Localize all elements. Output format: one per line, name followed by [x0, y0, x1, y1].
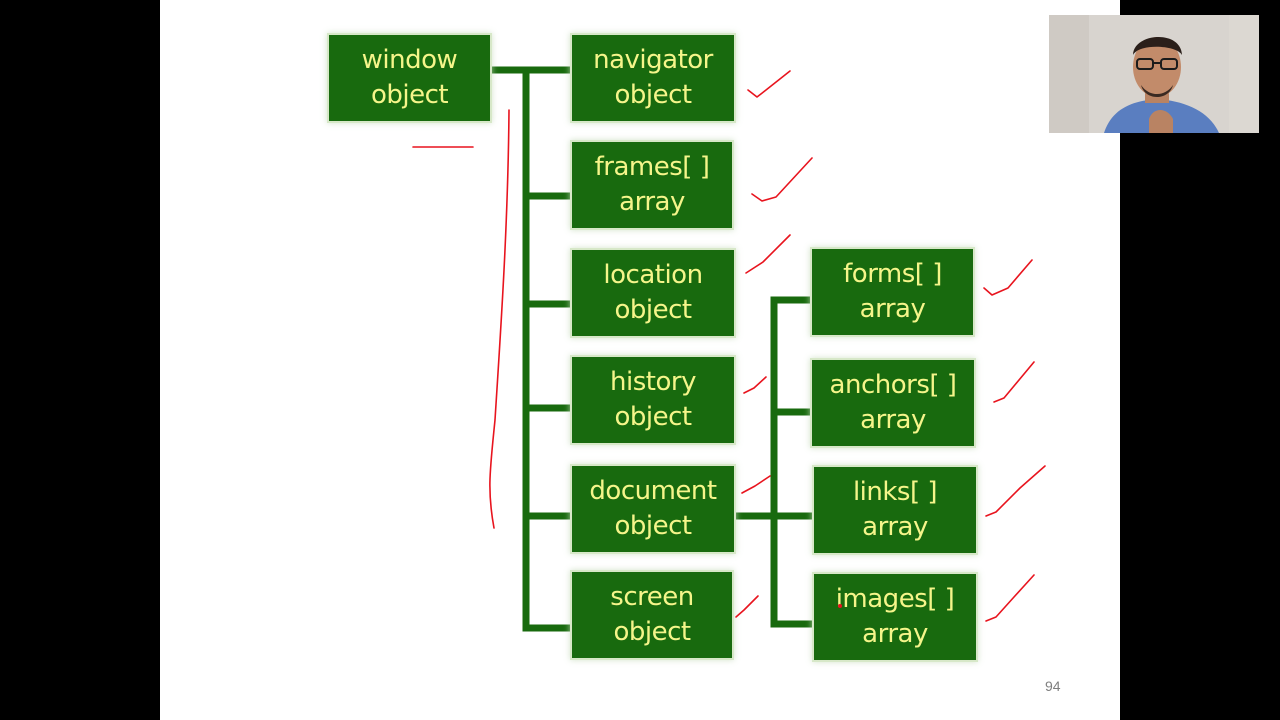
node-label: object [614, 80, 692, 110]
page-number: 94 [1045, 678, 1061, 694]
node-label: array [619, 187, 685, 217]
node-label: object [614, 402, 692, 432]
images-array-node: images[ ] array [814, 574, 976, 660]
node-label: object [370, 80, 449, 110]
window-object-node: window object [329, 35, 490, 121]
node-label: window [361, 45, 458, 75]
navigator-object-node: navigator object [572, 35, 734, 121]
node-label: array [860, 405, 926, 435]
node-label: document [589, 476, 717, 506]
node-label: history [610, 367, 696, 397]
node-label: forms[ ] [843, 259, 942, 289]
forms-array-node: forms[ ] array [812, 249, 973, 335]
document-object-node: document object [572, 466, 734, 552]
presenter-webcam-video [1049, 15, 1259, 133]
links-array-node: links[ ] array [814, 467, 976, 553]
history-object-node: history object [572, 357, 734, 443]
node-label: images[ ] [835, 584, 955, 614]
node-label: array [859, 294, 926, 324]
node-label: object [614, 295, 692, 325]
screen-object-node: screen object [572, 572, 732, 658]
node-label: frames[ ] [594, 152, 710, 182]
window-connector-trunk [488, 66, 574, 632]
presenter-image [1049, 15, 1259, 133]
location-object-node: location object [572, 250, 734, 336]
node-label: links[ ] [852, 477, 938, 507]
node-label: object [613, 617, 691, 647]
node-label: screen [610, 582, 694, 612]
node-label: array [862, 619, 928, 649]
node-label: navigator [593, 45, 713, 75]
node-label: anchors[ ] [829, 370, 957, 400]
node-label: location [603, 260, 703, 290]
document-connector-trunk [730, 296, 816, 628]
node-label: object [614, 511, 692, 541]
frames-array-node: frames[ ] array [572, 142, 732, 228]
anchors-array-node: anchors[ ] array [812, 360, 974, 446]
node-label: array [862, 512, 928, 542]
